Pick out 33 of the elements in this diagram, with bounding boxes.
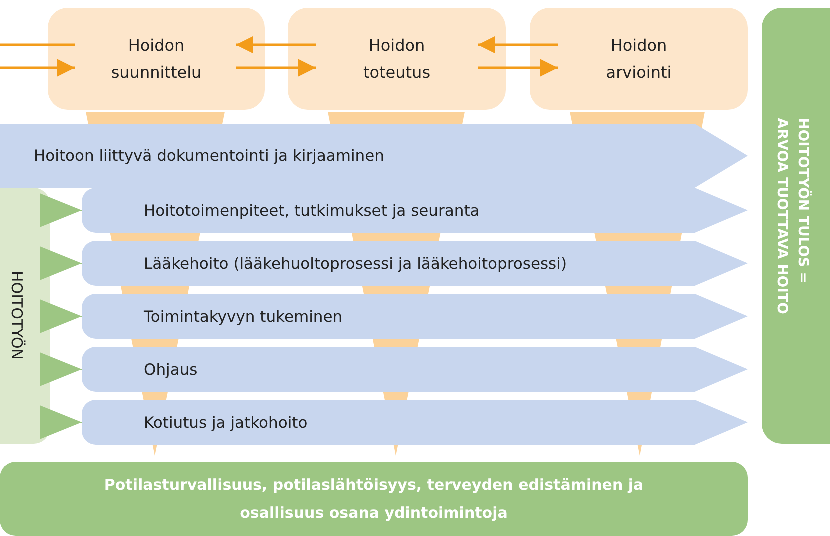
arrow	[236, 59, 316, 77]
process-box	[48, 8, 265, 110]
arrow-band	[82, 188, 748, 233]
node-label: Lääkehoito (lääkehuoltoprosessi ja lääkehoitoprosessi)	[144, 254, 567, 272]
triangle-arrow	[40, 246, 82, 280]
node-label: HOITOTYÖN TULOS = ARVOA TUOTTAVA HOITO	[773, 118, 812, 316]
node-label: Hoidon suunnittelu	[110, 35, 203, 84]
arrow-band	[82, 347, 748, 392]
arrow	[236, 36, 316, 54]
node-label: Ohjaus	[144, 360, 198, 378]
triangle-arrow	[40, 352, 82, 386]
triangle-arrow	[40, 406, 82, 440]
base-box	[0, 462, 748, 536]
arrow-band	[82, 400, 748, 445]
arrow	[0, 59, 75, 77]
node-label: Kotiutus ja jatkohoito	[144, 414, 308, 432]
arrow	[478, 59, 558, 77]
node-label: Hoitoon liittyvä dokumentointi ja kirjaaminen	[34, 147, 384, 165]
arrow-band	[0, 124, 748, 188]
node-label: Hoidon arviointi	[605, 35, 673, 84]
node-label: Hoitotoimenpiteet, tutkimukset ja seuranta	[144, 202, 480, 220]
node-label: Hoidon toteutus	[362, 35, 432, 84]
arrow-band	[82, 241, 748, 286]
node-label: Toimintakyvyn tukeminen	[144, 308, 343, 326]
process-box	[288, 8, 506, 110]
node-label: HOITOTYÖN	[8, 271, 26, 360]
arrow	[478, 36, 558, 54]
process-box	[530, 8, 748, 110]
node-label: Potilasturvallisuus, potilaslähtöisyys, terveyden edistäminen ja osallisuus osana ydintoimintoja	[103, 475, 645, 524]
result-box	[762, 8, 830, 444]
arrow-band	[82, 294, 748, 339]
triangle-arrow	[40, 300, 82, 334]
triangle-arrow	[40, 194, 82, 228]
